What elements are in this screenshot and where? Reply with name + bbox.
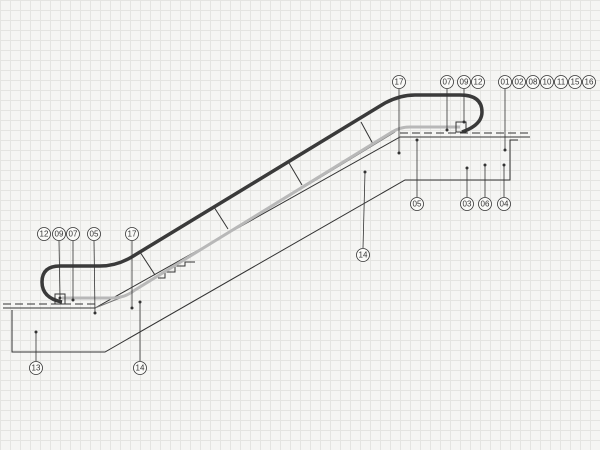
callout-circle [52, 227, 66, 241]
callout-number: 05 [413, 200, 422, 209]
callout-upper_right-06: 06 [478, 163, 492, 211]
callout-circle [87, 227, 101, 241]
leader-dot [503, 148, 507, 152]
callout-left-12: 12 [37, 227, 51, 241]
callout-number: 02 [515, 78, 524, 87]
callout-circle [66, 227, 80, 241]
leader-dot [34, 330, 38, 334]
callout-top-10: 10 [540, 75, 554, 89]
leader-dot [415, 138, 419, 142]
callout-number: 14 [136, 364, 145, 373]
callout-circle [512, 75, 526, 89]
leader-dot [138, 300, 142, 304]
callout-circle [498, 75, 512, 89]
leader-dot [462, 120, 466, 124]
balustrade [62, 125, 460, 300]
callout-number: 12 [40, 230, 49, 239]
callout-left-09: 09 [52, 227, 66, 300]
callout-top-09: 09 [457, 75, 471, 124]
callout-circle [471, 75, 485, 89]
callout-number: 11 [557, 78, 566, 87]
callout-left-07: 07 [66, 227, 80, 302]
callout-circle [125, 227, 139, 241]
callout-number: 04 [500, 200, 509, 209]
brace [288, 162, 303, 186]
callout-number: 15 [571, 78, 580, 87]
callout-number: 07 [69, 230, 78, 239]
brace [139, 251, 156, 276]
handrail [40, 93, 484, 304]
callout-number: 17 [395, 78, 404, 87]
callout-top-01: 01 [498, 75, 512, 152]
callout-circle [568, 75, 582, 89]
callout-bottom-14: 14 [133, 300, 147, 375]
callout-upper_right-05: 05 [410, 138, 424, 211]
callout-upper_right-03: 03 [460, 166, 474, 211]
leader-dot [58, 296, 62, 300]
callout-top-16: 16 [582, 75, 596, 89]
callout-middle-14: 14 [356, 170, 370, 262]
callout-number: 17 [128, 230, 137, 239]
callout-number: 06 [481, 200, 490, 209]
callout-circle [582, 75, 596, 89]
callout-circle [497, 197, 511, 211]
brace [213, 206, 229, 230]
callout-number: 05 [90, 230, 99, 239]
leader-dot [71, 298, 75, 302]
pit-outline [11, 139, 518, 353]
leader-line [58, 240, 61, 299]
newel-right [455, 121, 467, 133]
callout-number: 12 [474, 78, 483, 87]
callout-number: 09 [460, 78, 469, 87]
callout-number: 08 [529, 78, 538, 87]
callout-circle [554, 75, 568, 89]
callout-circle [410, 197, 424, 211]
callout-top-11: 11 [554, 75, 568, 89]
callout-number: 10 [543, 78, 552, 87]
callout-circle [356, 248, 370, 262]
callout-top-07: 07 [440, 75, 454, 132]
leader-line [93, 240, 96, 314]
leader-dot [445, 128, 449, 132]
callout-circle [526, 75, 540, 89]
callout-bottom-13: 13 [29, 330, 43, 375]
brace [360, 121, 374, 145]
steps [158, 261, 195, 279]
callout-number: 09 [55, 230, 64, 239]
callout-circle [133, 361, 147, 375]
callout-upper_right-04: 04 [497, 163, 511, 211]
leader-dot [93, 311, 97, 315]
leader-dot [130, 306, 134, 310]
callout-number: 13 [32, 364, 41, 373]
callout-number: 03 [463, 200, 472, 209]
leader-dot [502, 163, 506, 167]
callout-number: 01 [501, 78, 510, 87]
leader-line [362, 171, 366, 249]
callout-circle [37, 227, 51, 241]
callout-number: 14 [359, 251, 368, 260]
callout-top-15: 15 [568, 75, 582, 89]
floor-line [3, 136, 530, 309]
callout-left-05: 05 [87, 227, 101, 315]
leader-dot [483, 163, 487, 167]
callout-circle [29, 361, 43, 375]
callout-top-08: 08 [526, 75, 540, 89]
callout-circle [392, 75, 406, 89]
leader-dot [397, 151, 401, 155]
callout-number: 07 [443, 78, 452, 87]
callout-circle [540, 75, 554, 89]
leader-dot [363, 170, 367, 174]
callout-top-12: 12 [471, 75, 485, 89]
callout-circle [457, 75, 471, 89]
callout-top-02: 02 [512, 75, 526, 89]
callout-left-17: 17 [125, 227, 139, 310]
callout-circle [478, 197, 492, 211]
callout-top-17: 17 [392, 75, 406, 155]
callout-circle [440, 75, 454, 89]
callout-number: 16 [585, 78, 594, 87]
callout-circle [460, 197, 474, 211]
leader-dot [465, 166, 469, 170]
